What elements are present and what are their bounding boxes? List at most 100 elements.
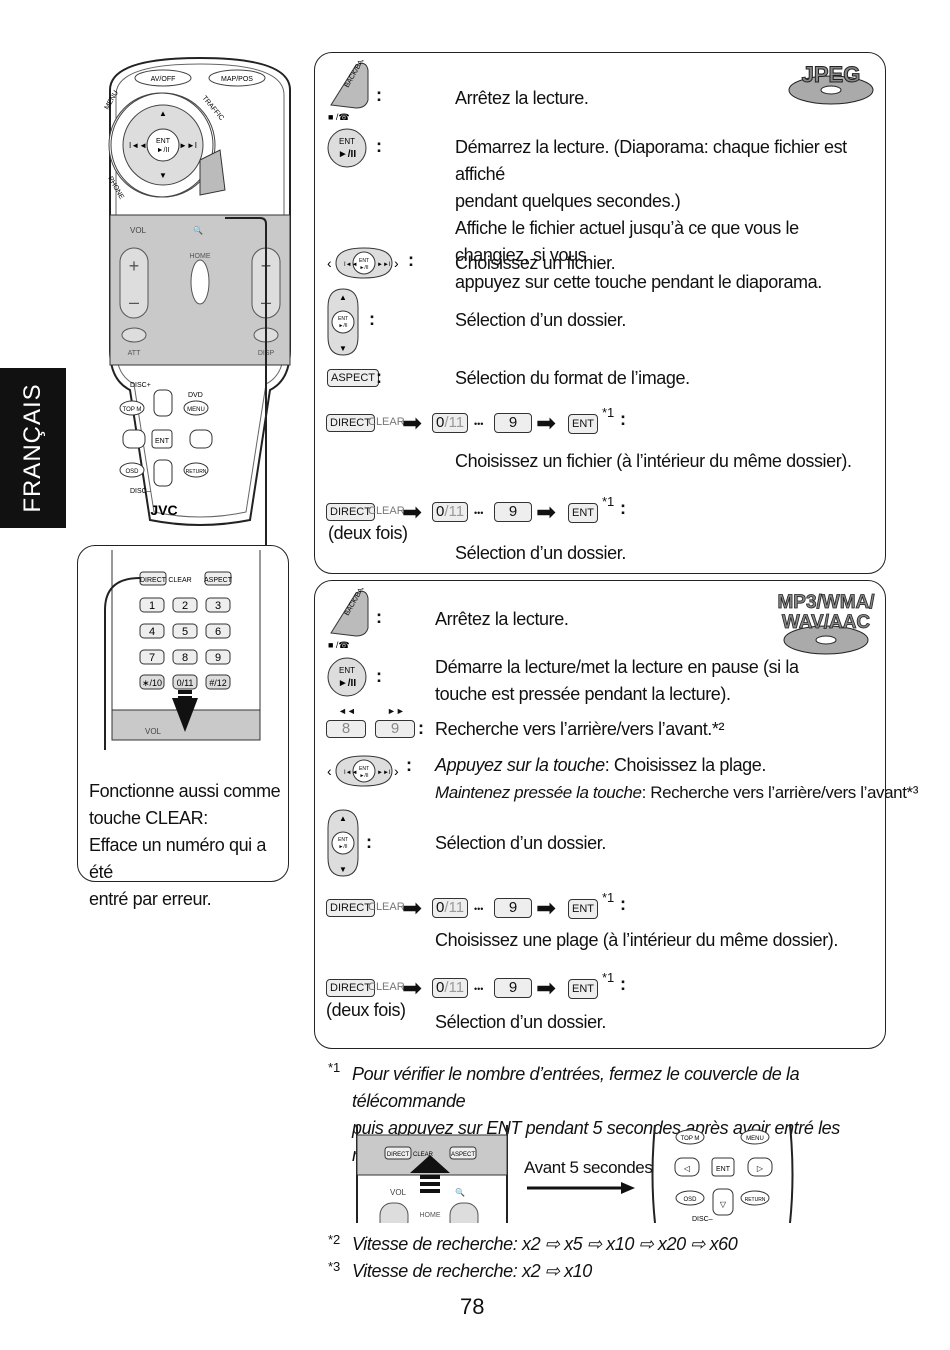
jpeg-file-text: Choisissez un fichier. — [455, 253, 616, 273]
brand-label: JVC — [150, 502, 177, 518]
svg-text:▲: ▲ — [339, 293, 347, 302]
jpeg-section — [314, 52, 886, 574]
svg-text:►/II: ►/II — [338, 149, 356, 160]
svg-text:ENT: ENT — [359, 258, 369, 264]
jpeg-direct-sequence-2: DIRECT CLEAR ➡ 0/11 ••• 9 ➡ ENT *1 : — [326, 494, 646, 534]
remote-closed-lid-illustration: DIRECT CLEAR ASPECT VOL 🔍 HOME — [356, 1125, 508, 1223]
seq-ent-key: ENT — [568, 899, 598, 919]
svg-text:►►I: ►►I — [377, 770, 391, 776]
mp3-play-colon: : — [376, 666, 382, 686]
svg-text:►/II: ►/II — [338, 678, 356, 689]
mp3-stop-text: Arrêtez la lecture. — [435, 609, 569, 629]
svg-text:►/II: ►/II — [338, 844, 347, 850]
svg-text:‹: ‹ — [327, 255, 332, 271]
key-9: 9 — [375, 720, 415, 738]
svg-text:›: › — [394, 763, 399, 779]
svg-text:∗/10: ∗/10 — [142, 678, 162, 688]
arrow-right-icon: ➡ — [536, 975, 557, 1002]
seq-nine-key: 9 — [494, 898, 532, 918]
callout-line-3: Efface un numéro qui a été — [89, 835, 266, 882]
seq-direct-key: DIRECT — [326, 414, 375, 432]
svg-text:ASPECT: ASPECT — [451, 1152, 475, 1158]
svg-text:ENT: ENT — [716, 1166, 731, 1173]
mp3-direct-folder-text: Sélection d’un dossier. — [435, 1012, 606, 1032]
svg-text:#/12: #/12 — [209, 678, 227, 688]
jpeg-direct-file-text: Choisissez un fichier (à l’intérieur du … — [455, 451, 852, 471]
footnote-1-mark: *1 — [328, 1060, 341, 1075]
mp3-twice-text: (deux fois) — [326, 1000, 406, 1020]
mp3-folder-colon: : — [366, 832, 372, 852]
mp3-track-a-em: Appuyez sur la touche — [435, 755, 605, 775]
seq-nine-key: 9 — [494, 978, 532, 998]
jpeg-play-line-1: Démarrez la lecture. (Diaporama: chaque … — [455, 137, 847, 184]
mp3-direct-track-text: Choisissez une plage (à l’intérieur du m… — [435, 930, 838, 950]
svg-text:▼: ▼ — [339, 344, 347, 353]
jpeg-disc-badge: JPEG — [788, 62, 874, 105]
jpeg-direct-folder-text: Sélection d’un dossier. — [455, 543, 626, 563]
svg-text:ENT: ENT — [155, 438, 170, 445]
jpeg-twice-text: (deux fois) — [328, 523, 408, 543]
jpeg-play-line-3: Affiche le fichier actuel jusqu’à ce que… — [455, 218, 799, 265]
kp-direct-label: DIRECT — [140, 577, 167, 584]
arrow-right-icon: ➡ — [402, 895, 423, 922]
footnote-3-mark: *3 — [328, 1259, 341, 1274]
kp-aspect-label: ASPECT — [204, 577, 233, 584]
key-8: 8 — [326, 720, 366, 738]
svg-text:◁: ◁ — [684, 1164, 691, 1173]
svg-text:►►I: ►►I — [377, 262, 391, 268]
avant-label: Avant 5 secondes — [524, 1158, 653, 1177]
svg-text:7: 7 — [149, 652, 155, 664]
svg-text:■ /☎: ■ /☎ — [328, 112, 350, 122]
back-band-button-icon: BACK/BAND ■ /☎ — [328, 60, 370, 122]
svg-text:›: › — [394, 255, 399, 271]
svg-text:DIRECT: DIRECT — [387, 1152, 410, 1158]
seq-ent-key: ENT — [568, 414, 598, 434]
jpeg-play-line-2: pendant quelques secondes.) — [455, 191, 681, 211]
rewind-icon: ◄◄ — [338, 706, 356, 716]
footnote-1-line-1: Pour vérifier le nombre d’entrées, ferme… — [352, 1064, 800, 1111]
svg-text:▲: ▲ — [339, 814, 347, 823]
footnote-1-text: Pour vérifier le nombre d’entrées, ferme… — [352, 1061, 872, 1169]
seq-note: *1 — [602, 405, 615, 420]
jpeg-file-colon: : — [408, 250, 414, 270]
callout-text: Fonctionne aussi comme touche CLEAR: Eff… — [89, 778, 289, 913]
mp3-folder-text: Sélection d’un dossier. — [435, 833, 606, 853]
jpeg-play-line-4: appuyez sur cette touche pendant le diap… — [455, 272, 822, 292]
kp-clear-label: CLEAR — [168, 577, 191, 584]
fast-forward-icon: ►► — [387, 706, 405, 716]
seq-ent-key: ENT — [568, 979, 598, 999]
connector-line — [225, 217, 267, 545]
prev-next-icon: ENT ►/II I◄◄ ►►I ‹ › — [327, 755, 399, 787]
play-pause-icon: ENT ►/II — [327, 657, 367, 697]
svg-text:CLEAR: CLEAR — [413, 1152, 434, 1158]
svg-text:+: + — [129, 256, 140, 276]
arrow-right-icon: ➡ — [536, 895, 557, 922]
seq-colon: : — [620, 894, 626, 914]
svg-text:5: 5 — [182, 626, 188, 638]
remote-ent-illustration: TOP M MENU ◁ ENT ▷ OSD ▽ RETURN DISC– — [651, 1125, 794, 1223]
svg-text:9: 9 — [215, 652, 221, 664]
search-keys: ◄◄ ►► 8 9 : — [326, 706, 426, 740]
svg-text:0/11: 0/11 — [177, 678, 194, 688]
svg-text:ENT: ENT — [359, 766, 369, 772]
svg-text:I◄◄: I◄◄ — [129, 141, 147, 150]
folder-up-down-icon: ENT ►/II ▲ ▼ — [327, 288, 359, 356]
svg-text:►/II: ►/II — [157, 147, 170, 154]
seq-ent-key: ENT — [568, 503, 598, 523]
mp3-track-a: : Choisissez la plage. — [604, 755, 767, 775]
svg-text:–: – — [129, 292, 139, 312]
av-label: AV/OFF — [151, 76, 176, 83]
svg-text:6: 6 — [215, 626, 221, 638]
arrow-right-icon: ➡ — [536, 410, 557, 437]
svg-text:▲: ▲ — [159, 109, 167, 118]
svg-text:RETURN: RETURN — [745, 1197, 766, 1203]
vol-label: VOL — [130, 226, 147, 235]
seq-zero-key: 0/11 — [432, 502, 469, 522]
aspect-key: ASPECT — [327, 369, 380, 387]
svg-text:4: 4 — [149, 626, 155, 638]
svg-text:▼: ▼ — [339, 865, 347, 874]
mp3-track-text: Appuyez sur la touche: Choisissez la pla… — [435, 752, 918, 806]
jpeg-aspect-colon: : — [376, 367, 382, 387]
seq-colon: : — [620, 409, 626, 429]
svg-text:I◄◄: I◄◄ — [344, 770, 358, 776]
